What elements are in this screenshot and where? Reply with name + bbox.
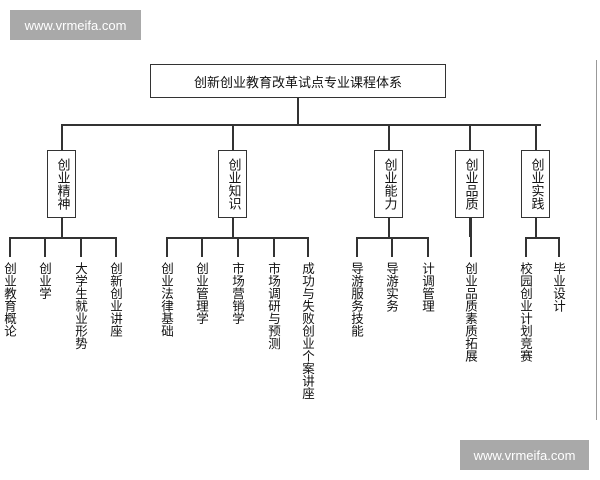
- connector: [61, 124, 63, 150]
- course-leaf: 导游实务: [384, 262, 399, 312]
- connector: [9, 237, 116, 239]
- connector: [469, 218, 471, 237]
- course-leaf: 创新创业讲座: [108, 262, 123, 337]
- connector: [44, 237, 46, 257]
- course-leaf: 市场调研与预测: [266, 262, 281, 350]
- course-leaf: 大学生就业形势: [73, 262, 88, 350]
- root-label: 创新创业教育改革试点专业课程体系: [193, 75, 402, 91]
- course-leaf: 校园创业计划竞赛: [518, 262, 533, 362]
- course-leaf: 创业管理学: [194, 262, 209, 325]
- connector: [273, 237, 275, 257]
- connector: [307, 237, 309, 257]
- connector: [61, 218, 63, 237]
- connector: [525, 237, 559, 239]
- category-label: 创业实践: [528, 158, 544, 210]
- connector: [469, 124, 471, 150]
- course-leaf: 创业教育概论: [2, 262, 17, 337]
- category-node: 创业精神: [47, 150, 76, 218]
- connector: [356, 237, 358, 257]
- course-leaf: 创业法律基础: [159, 262, 174, 337]
- connector: [391, 237, 393, 257]
- course-leaf: 成功与失败创业个案讲座: [300, 262, 315, 400]
- category-label: 创业品质: [462, 158, 478, 210]
- category-label: 创业精神: [54, 158, 70, 210]
- connector: [525, 237, 527, 257]
- connector: [427, 237, 429, 257]
- connector: [237, 237, 239, 257]
- category-node: 创业实践: [521, 150, 550, 218]
- connector: [201, 237, 203, 257]
- connector: [297, 98, 299, 125]
- category-label: 创业能力: [381, 158, 397, 210]
- right-border: [596, 60, 597, 420]
- course-leaf: 计调管理: [420, 262, 435, 312]
- course-leaf: 创业学: [37, 262, 52, 300]
- connector: [61, 124, 541, 126]
- course-leaf: 创业品质素质拓展: [463, 262, 478, 362]
- connector: [558, 237, 560, 257]
- connector: [232, 124, 234, 150]
- category-node: 创业能力: [374, 150, 403, 218]
- course-leaf: 市场营销学: [230, 262, 245, 325]
- watermark-top: www.vrmeifa.com: [10, 10, 141, 40]
- connector: [535, 218, 537, 237]
- connector: [80, 237, 82, 257]
- connector: [388, 218, 390, 237]
- course-leaf: 毕业设计: [551, 262, 566, 312]
- category-node: 创业品质: [455, 150, 484, 218]
- connector: [9, 237, 11, 257]
- watermark-bottom: www.vrmeifa.com: [460, 440, 589, 470]
- connector: [166, 237, 168, 257]
- connector: [232, 218, 234, 237]
- connector: [535, 124, 537, 150]
- connector: [470, 218, 472, 257]
- category-label: 创业知识: [225, 158, 241, 210]
- root-node: 创新创业教育改革试点专业课程体系: [150, 64, 446, 98]
- connector: [115, 237, 117, 257]
- course-leaf: 导游服务技能: [349, 262, 364, 337]
- category-node: 创业知识: [218, 150, 247, 218]
- connector: [388, 124, 390, 150]
